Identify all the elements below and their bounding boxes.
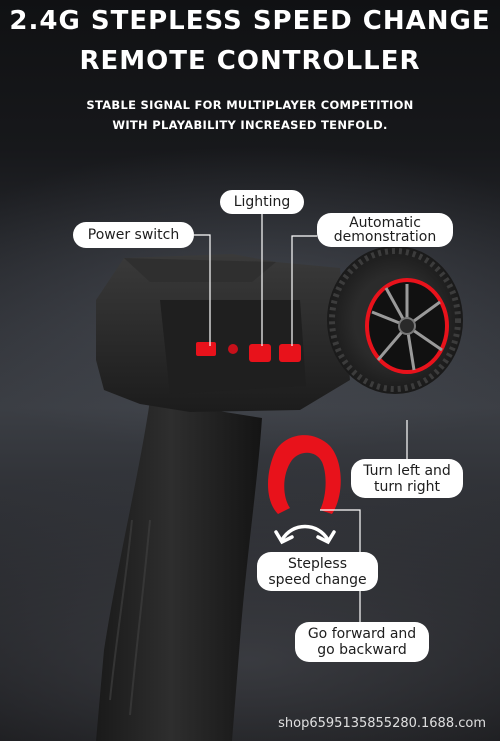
turn-text-line-2: turn right xyxy=(373,478,441,495)
grip-texture xyxy=(109,519,151,716)
power-switch-text: Power switch xyxy=(87,227,180,243)
lighting-button xyxy=(249,344,271,362)
automatic-text-line-1: Automatic xyxy=(349,215,421,231)
lighting-label: Lighting xyxy=(220,190,304,214)
turn-label: Turn left and turn right xyxy=(351,459,463,498)
steering-wheel-icon xyxy=(327,246,463,394)
power-switch-button xyxy=(196,342,216,356)
power-switch-label: Power switch xyxy=(73,222,194,248)
turn-text-line-1: Turn left and xyxy=(363,462,451,479)
automatic-demonstration-label: Automatic demonstration xyxy=(317,213,453,247)
subhead-line-1: STABLE SIGNAL FOR MULTIPLAYER COMPETITIO… xyxy=(86,98,414,112)
forward-backward-label: Go forward and go backward xyxy=(295,622,429,662)
shop-watermark: shop6595135855280.1688.com xyxy=(278,716,486,731)
headline-line-1: 2.4G STEPLESS SPEED CHANGE xyxy=(9,6,491,36)
subhead-line-2: WITH PLAYABILITY INCREASED TENFOLD. xyxy=(112,118,388,132)
go-text-line-2: go backward xyxy=(317,642,407,658)
stepless-speed-label: Stepless speed change xyxy=(257,552,378,591)
controller-top-panel xyxy=(124,258,276,282)
lighting-text: Lighting xyxy=(233,194,291,210)
speed-text-line-2: speed change xyxy=(268,571,367,588)
controller-grip xyxy=(96,400,262,741)
trigger-icon xyxy=(268,435,341,514)
automatic-text-line-2: demonstration xyxy=(333,229,437,245)
headline-line-2: REMOTE CONTROLLER xyxy=(79,46,421,76)
speed-text-line-1: Stepless xyxy=(288,555,347,572)
curved-double-arrow-icon xyxy=(274,524,336,545)
go-text-line-1: Go forward and xyxy=(307,626,417,642)
auto-demo-button xyxy=(279,344,301,362)
indicator-light xyxy=(228,344,238,354)
